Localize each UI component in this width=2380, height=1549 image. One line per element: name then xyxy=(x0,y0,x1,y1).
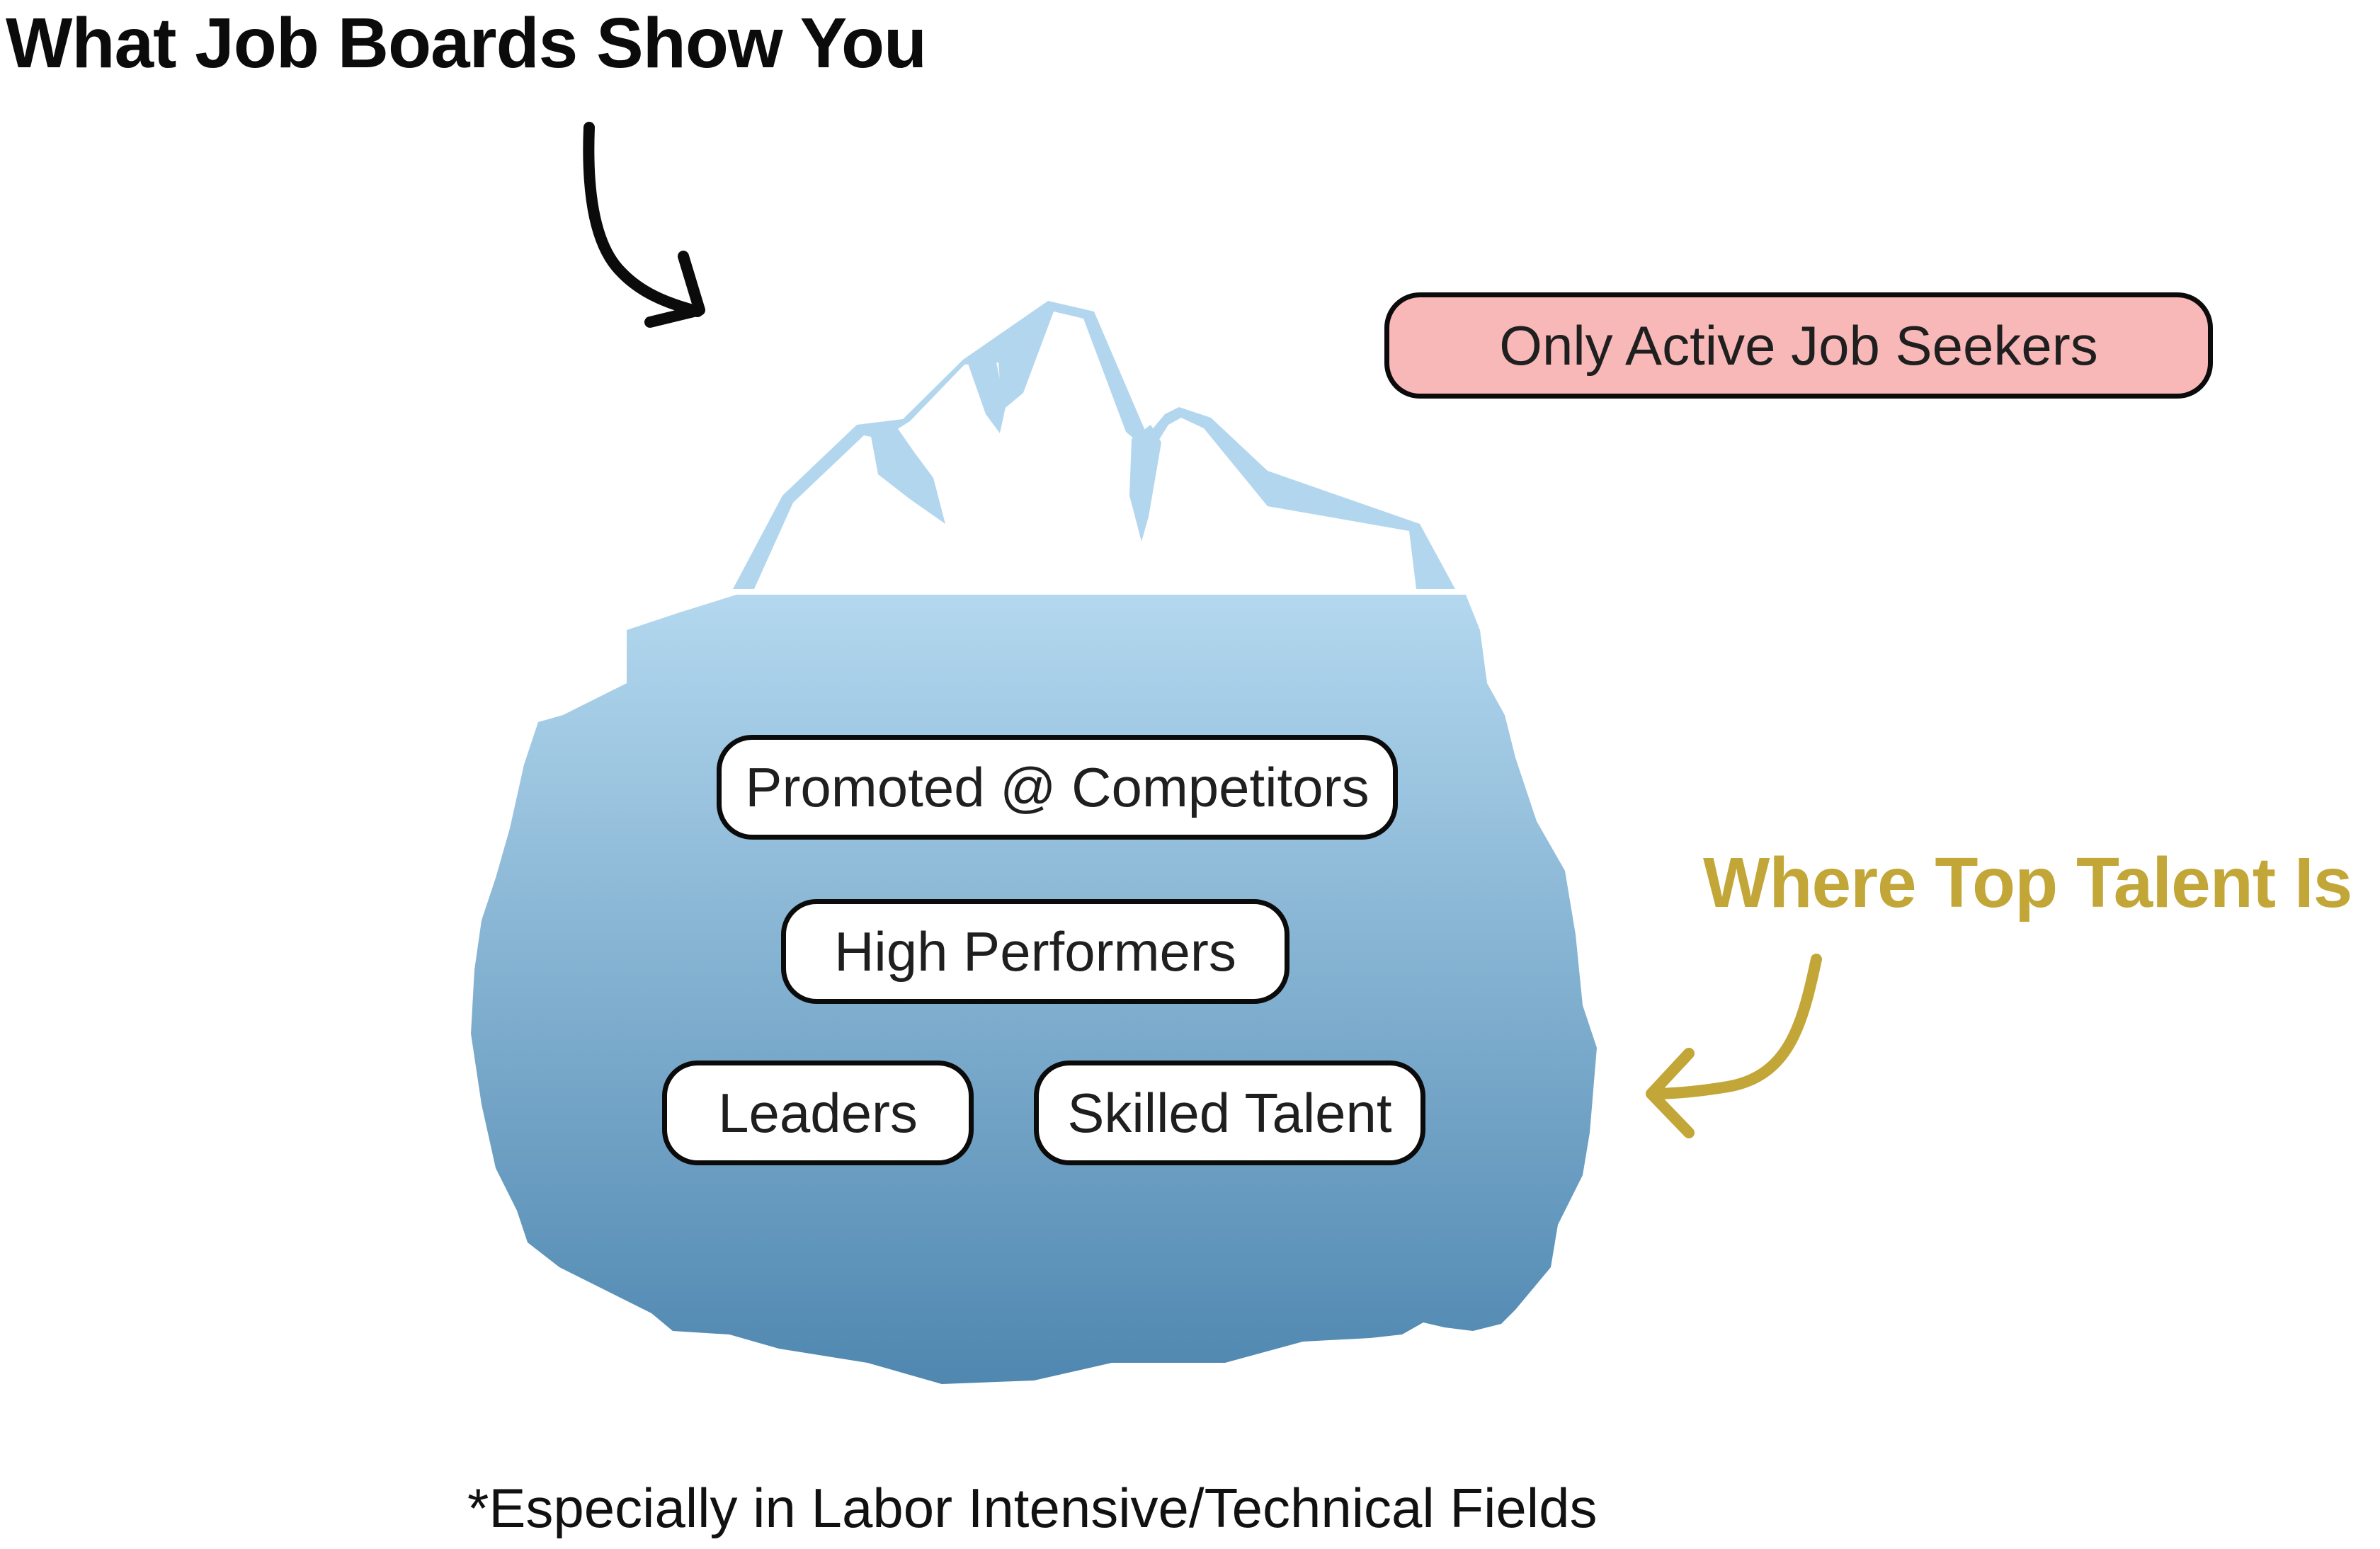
iceberg-crevice xyxy=(967,355,1006,433)
curved-arrow-left-icon xyxy=(1648,954,1822,1099)
curved-arrow-left-icon-head xyxy=(1646,1048,1695,1138)
footnote: *Especially in Labor Intensive/Technical… xyxy=(467,1477,1598,1539)
label-high-performers: High Performers xyxy=(781,899,1289,1004)
iceberg-crevice xyxy=(1129,425,1161,542)
label-leaders: Leaders xyxy=(662,1061,974,1165)
label-skilled-talent: Skilled Talent xyxy=(1034,1061,1425,1165)
curved-arrow-down-right-icon xyxy=(583,122,703,317)
label-promoted: Promoted @ Competitors xyxy=(717,735,1398,840)
title-job-boards: What Job Boards Show You xyxy=(6,4,927,83)
iceberg-tip-snow xyxy=(754,311,1416,589)
surface-label-pill: Only Active Job Seekers xyxy=(1384,292,2213,399)
title-top-talent: Where Top Talent Is xyxy=(1703,843,2352,922)
iceberg-crevice xyxy=(870,423,945,524)
curved-arrow-down-right-icon-head xyxy=(644,251,705,328)
